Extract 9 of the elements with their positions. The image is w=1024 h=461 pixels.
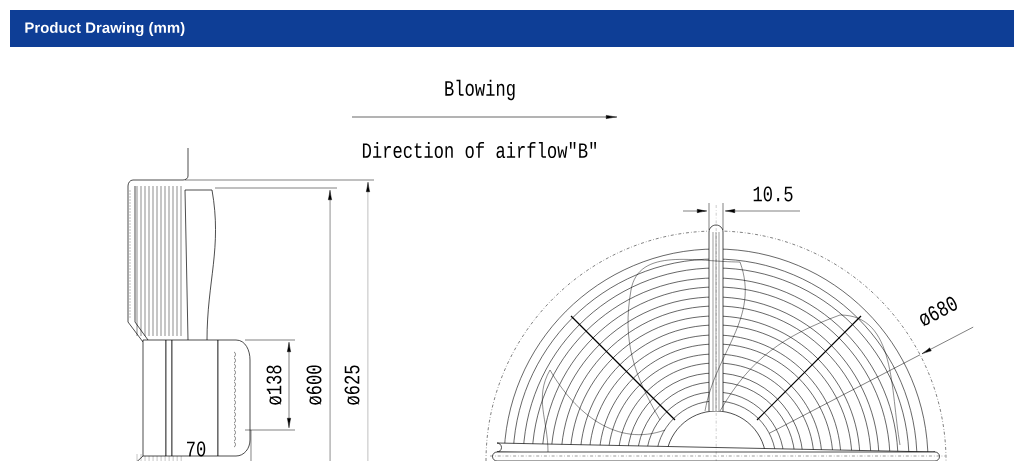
title-bar: Product Drawing (mm) bbox=[10, 10, 1014, 47]
airflow-label: Direction of airflow″B″ bbox=[362, 141, 597, 159]
dimension-label: ø138 bbox=[266, 365, 282, 405]
dimension-label: ø600 bbox=[306, 365, 322, 405]
dimension-label: 70 bbox=[187, 441, 206, 457]
dimension-label: 10.5 bbox=[753, 186, 793, 202]
airflow-label: Blowing bbox=[445, 79, 515, 101]
dimension-label: ø625 bbox=[344, 365, 360, 405]
dimension-label: ø680 bbox=[920, 296, 957, 327]
